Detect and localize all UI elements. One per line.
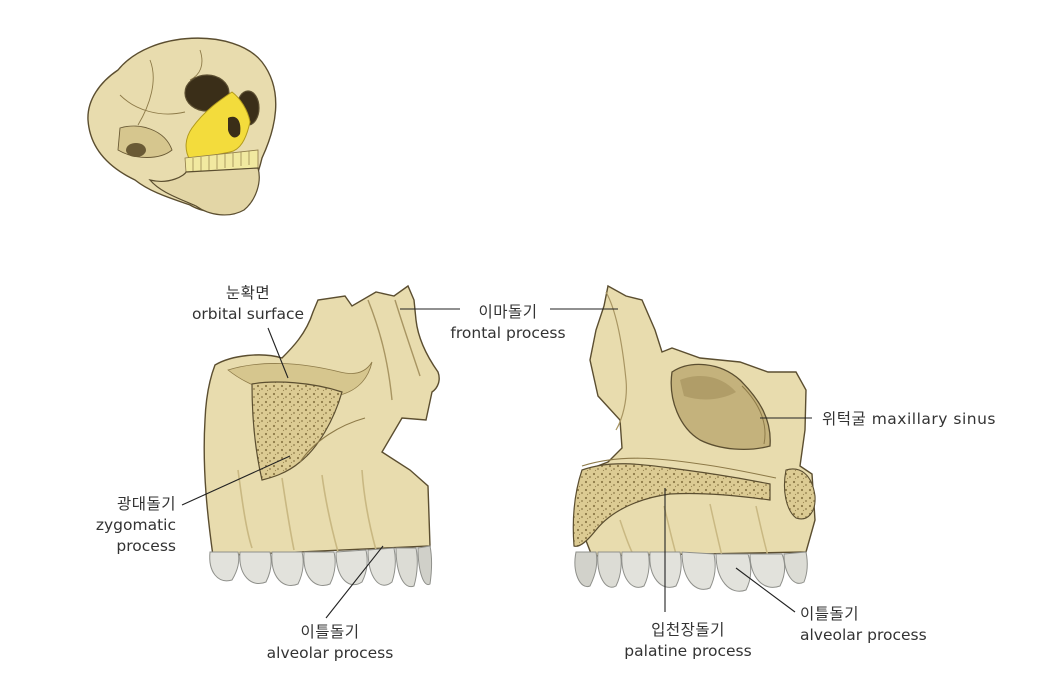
- label-alveolar-right-ko: 이틀돌기: [800, 605, 860, 623]
- label-alveolar-process-left: 이틀돌기 alveolar process: [260, 622, 400, 664]
- label-frontal-process: 이마돌기 frontal process: [446, 302, 570, 344]
- lateral-teeth: [209, 545, 432, 588]
- leader-alveolar-left: [325, 545, 384, 619]
- label-alveolar-right-en: alveolar process: [800, 626, 927, 644]
- label-zygomatic-process-en2: process: [116, 537, 176, 555]
- label-zygomatic-process: 광대돌기 zygomatic process: [60, 494, 176, 557]
- label-frontal-process-en: frontal process: [450, 324, 566, 342]
- label-orbital-surface: 눈확면 orbital surface: [188, 283, 308, 325]
- skull-suture: [119, 49, 203, 126]
- label-alveolar-left-en: alveolar process: [266, 644, 394, 662]
- label-alveolar-process-right: 이틀돌기 alveolar process: [800, 604, 927, 646]
- label-alveolar-left-ko: 이틀돌기: [300, 623, 360, 641]
- label-orbital-surface-en: orbital surface: [191, 305, 305, 323]
- label-frontal-process-ko: 이마돌기: [478, 303, 538, 321]
- label-maxillary-sinus: 위턱굴 maxillary sinus: [822, 409, 996, 430]
- sinus-inner-shadow: [680, 376, 736, 400]
- skull-nasal-cavity: [228, 116, 241, 138]
- frontal-process-ridge: [367, 299, 421, 401]
- label-palatine-process-en: palatine process: [624, 642, 752, 660]
- palatine-process-spongy: [572, 463, 771, 547]
- maxilla-highlight: [185, 91, 251, 161]
- posterior-spongy: [783, 468, 816, 520]
- label-zygomatic-process-en1: zygomatic: [95, 516, 176, 534]
- leader-zygomatic-process: [181, 455, 291, 506]
- label-palatine-process: 입천장돌기 palatine process: [618, 620, 758, 662]
- leader-orbital-surface: [267, 327, 289, 379]
- label-maxillary-sinus-text: 위턱굴 maxillary sinus: [822, 410, 996, 428]
- label-orbital-surface-ko: 눈확면: [225, 284, 271, 302]
- leader-alveolar-right: [735, 567, 796, 613]
- skull-mandible: [148, 167, 260, 216]
- medial-alveolar-ridges: [619, 503, 769, 557]
- label-zygomatic-process-ko: 광대돌기: [116, 495, 176, 513]
- nasal-crest: [581, 457, 777, 479]
- medial-teeth: [574, 551, 808, 592]
- skull-thumbnail: [87, 37, 277, 216]
- maxilla-lateral-view: [203, 284, 440, 588]
- maxilla-medial-view: [572, 284, 816, 592]
- alveolar-ridges: [237, 469, 377, 553]
- label-palatine-process-ko: 입천장돌기: [651, 621, 725, 639]
